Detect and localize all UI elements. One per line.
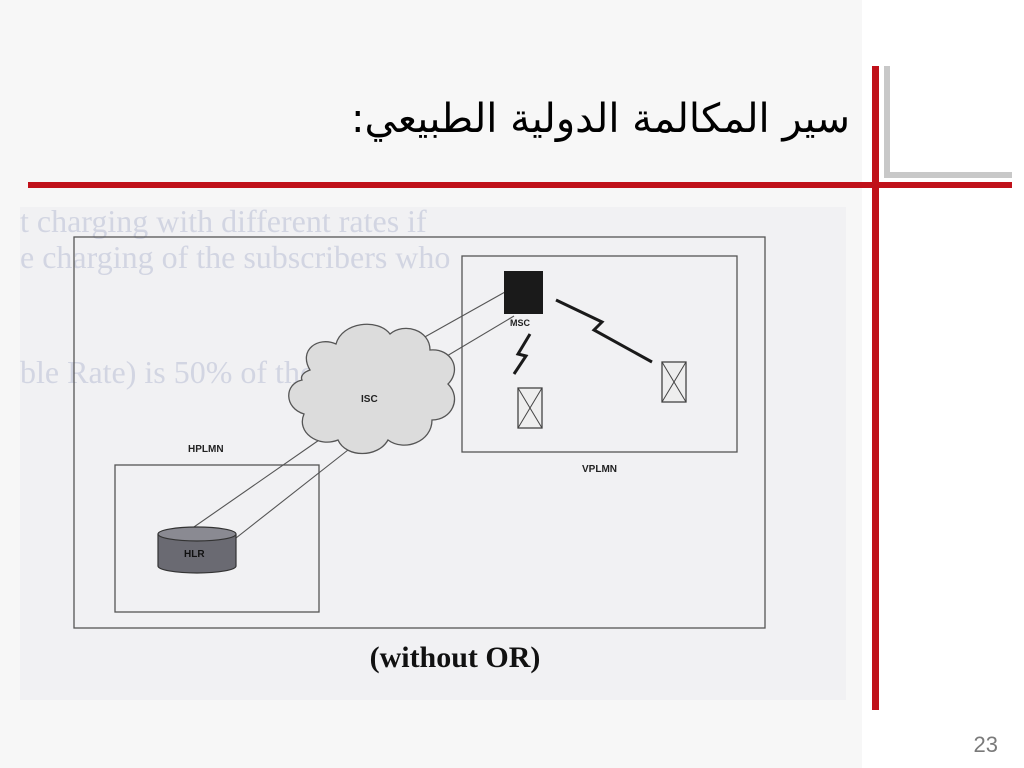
gray-horizontal-rule [884,172,1012,178]
msc-label: MSC [510,318,531,328]
msc-node [504,271,543,314]
isc-cloud [288,323,456,454]
red-vertical-rule [872,66,879,710]
ghost-text-line: e charging of the subscribers who [20,239,450,275]
lightning-bolt-icon [512,333,532,375]
hplmn-box [114,464,320,613]
hplmn-label: HPLMN [188,444,224,455]
outer-frame [73,236,766,629]
red-horizontal-rule [28,182,1012,188]
gray-vertical-rule [884,66,890,176]
hlr-database-icon [157,526,237,574]
ghost-text-line: t charging with different rates if [20,203,427,239]
diagram-caption: (without OR) [370,641,541,674]
hlr-label: HLR [184,549,205,560]
vplmn-box [461,255,738,453]
mobile-station-icon [661,361,687,403]
mobile-station-icon [517,387,543,429]
lightning-bolt-icon [555,298,653,364]
vplmn-label: VPLMN [582,464,617,475]
slide-title: سير المكالمة الدولية الطبيعي: [351,96,850,142]
isc-label: ISC [361,394,378,405]
scan-background [20,207,846,700]
slide-number: 23 [973,732,998,757]
